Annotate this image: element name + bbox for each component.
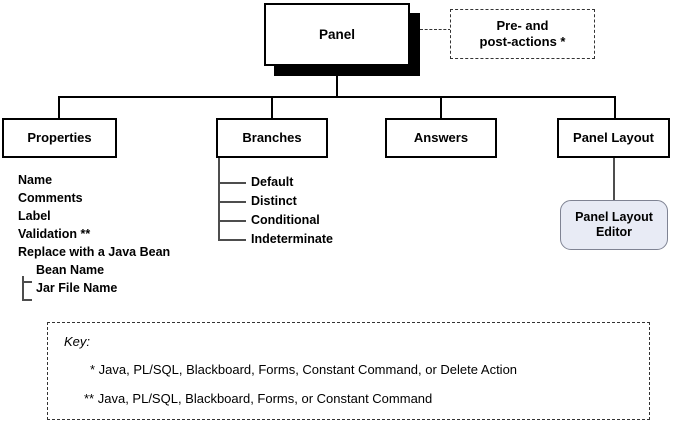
branches-subtree-stub-distinct <box>218 201 246 203</box>
preposts-line-1: Pre- and <box>496 17 549 33</box>
node-properties[interactable]: Properties <box>2 118 117 158</box>
node-panel-layout[interactable]: Panel Layout <box>557 118 670 158</box>
list-item: Distinct <box>251 194 297 208</box>
list-item: Conditional <box>251 213 320 227</box>
key-legend-box: Key: * Java, PL/SQL, Blackboard, Forms, … <box>47 322 650 420</box>
connector-drop-panel-layout <box>614 96 616 119</box>
list-item: Default <box>251 175 294 189</box>
connector-drop-answers <box>440 96 442 119</box>
connector-panel-stem <box>336 76 338 97</box>
list-item: Validation ** <box>18 227 91 241</box>
key-footnote-single-asterisk: * Java, PL/SQL, Blackboard, Forms, Const… <box>90 362 518 377</box>
list-item: Indeterminate <box>251 232 333 246</box>
list-item: Bean Name <box>36 263 105 277</box>
properties-item-list: Name Comments Label Validation ** Replac… <box>18 171 170 297</box>
node-pre-and-post-actions[interactable]: Pre- and post-actions * <box>450 9 595 59</box>
panel-layout-editor-line-2: Editor <box>595 225 633 239</box>
list-item: Jar File Name <box>36 281 118 295</box>
properties-subtree-stub-jar-file-name <box>22 299 32 301</box>
properties-subtree-spine <box>22 276 24 300</box>
connector-drop-properties <box>58 96 60 119</box>
list-item: Comments <box>18 191 83 205</box>
panel-layout-editor-line-1: Panel Layout <box>575 210 653 224</box>
branches-subtree-stub-indeterminate <box>218 239 246 241</box>
preposts-line-2: post-actions * <box>479 34 566 49</box>
branches-subtree-stub-default <box>218 182 246 184</box>
list-item: Label <box>18 209 51 223</box>
node-panel-layout-editor[interactable]: Panel Layout Editor <box>560 200 668 250</box>
list-item: Replace with a Java Bean <box>18 245 171 259</box>
connector-horizontal-bus <box>58 96 616 98</box>
connector-drop-branches <box>271 96 273 119</box>
list-item: Name <box>18 173 53 187</box>
branches-subtree-stub-conditional <box>218 220 246 222</box>
key-footnote-double-asterisk: ** Java, PL/SQL, Blackboard, Forms, or C… <box>84 391 433 406</box>
properties-subtree-stub-bean-name <box>22 281 32 283</box>
dashed-connector-panel-to-preposts <box>420 29 451 30</box>
connector-panel-layout-to-editor <box>613 158 615 201</box>
node-branches[interactable]: Branches <box>216 118 328 158</box>
branches-item-list: Default Distinct Conditional Indetermina… <box>251 173 333 249</box>
node-panel[interactable]: Panel <box>264 3 410 66</box>
branches-subtree-spine <box>218 158 220 240</box>
key-title: Key: <box>64 334 91 349</box>
node-answers[interactable]: Answers <box>385 118 497 158</box>
